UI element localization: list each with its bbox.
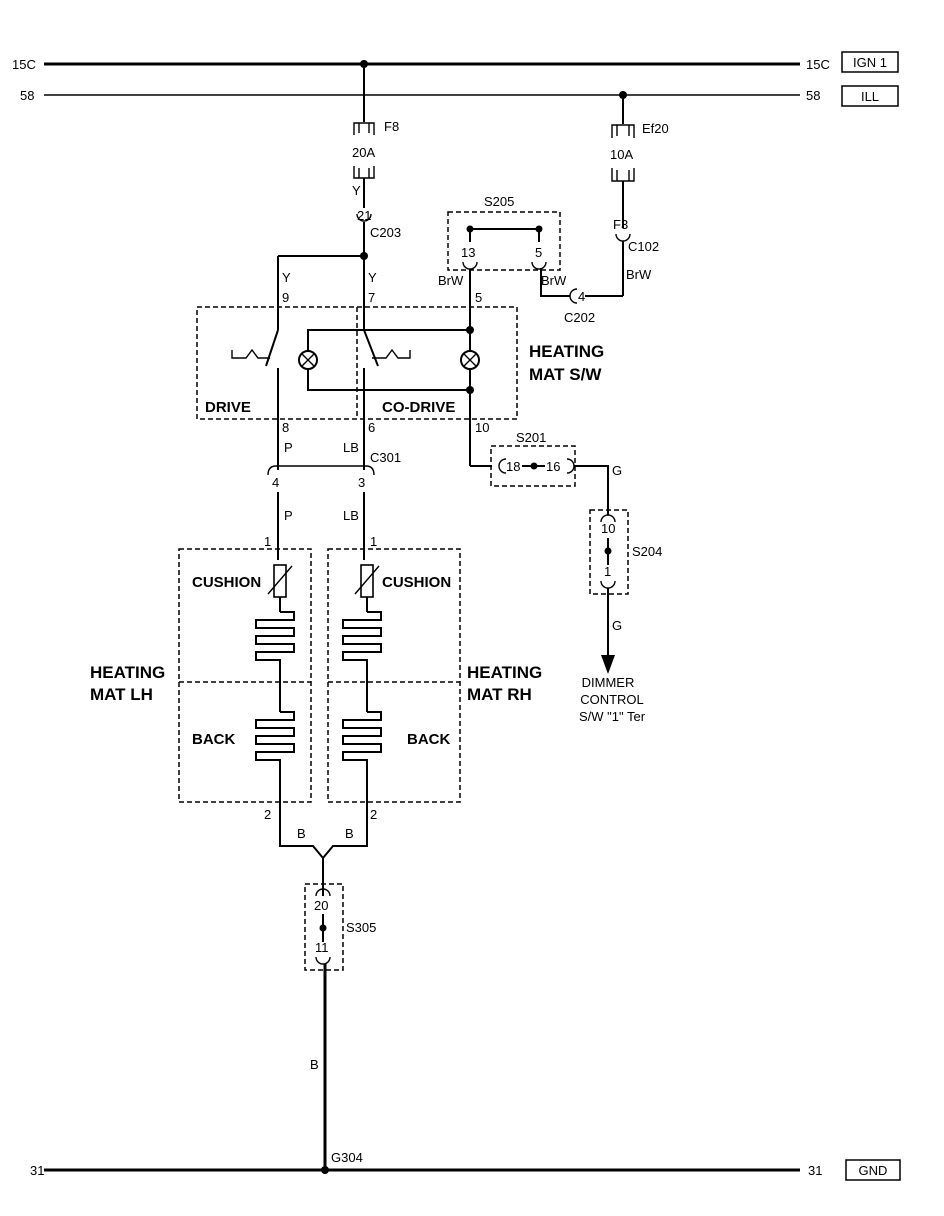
dimmer-line3: S/W "1" Ter	[579, 709, 646, 724]
connector-s205: S205 13 5 BrW BrW	[438, 194, 567, 330]
wire-b-main-label: B	[310, 1057, 319, 1072]
f3-label: F3	[613, 217, 628, 232]
wire-b-right-label: B	[345, 826, 354, 841]
c202-pin: 4	[578, 289, 585, 304]
ill-tag: ILL	[861, 89, 879, 104]
fuse-f8-rating: 20A	[352, 145, 375, 160]
s305-label: S305	[346, 920, 376, 935]
switch-title-line2: MAT S/W	[529, 365, 602, 384]
wire-brw-left-label: BrW	[438, 273, 464, 288]
mat-rh-pin-bottom: 2	[370, 807, 377, 822]
heating-mat-lh: HEATING MAT LH CUSHION BACK 1 2 B	[90, 534, 312, 841]
lamp-codrive-icon	[460, 350, 480, 370]
mat-rh-pin-top: 1	[370, 534, 377, 549]
rail-58-left-label: 58	[20, 88, 34, 103]
mat-rh-cushion-label: CUSHION	[382, 574, 451, 591]
s205-label: S205	[484, 194, 514, 209]
gnd-tag-box	[845, 1159, 901, 1181]
heating-mat-rh: HEATING MAT RH CUSHION BACK 1 2 B	[327, 534, 542, 841]
connector-c203: 21 C203 Y Y	[278, 208, 401, 285]
dimmer-control-reference: DIMMER CONTROL S/W "1" Ter	[579, 675, 646, 724]
fuse-ef20-rating: 10A	[610, 147, 633, 162]
pin-7: 7	[368, 290, 375, 305]
mat-lh-pin-bottom: 2	[264, 807, 271, 822]
ill-tag-box	[841, 85, 899, 107]
mat-lh-pin-top: 1	[264, 534, 271, 549]
s205-pin-right: 5	[535, 245, 542, 260]
connector-s201: S201 18 16 G	[469, 430, 622, 515]
mat-lh-back-label: BACK	[192, 731, 235, 748]
wire-g-upper-label: G	[612, 463, 622, 478]
pin-9: 9	[282, 290, 289, 305]
c301-label: C301	[370, 450, 401, 465]
pin-10: 10	[475, 420, 489, 435]
rail-15c-left-label: 15C	[12, 57, 36, 72]
wire-lb-lower-label: LB	[343, 508, 359, 523]
ign1-tag-box	[841, 51, 899, 73]
fuse-ef20: Ef20 10A F3 C102 BrW 4 C202	[540, 95, 669, 325]
mat-lh-title-line1: HEATING	[90, 663, 165, 682]
wire-p-upper-label: P	[284, 440, 293, 455]
wire-brw-right-label: BrW	[541, 273, 567, 288]
connector-c301: C301 4 3 P LB	[267, 450, 401, 560]
rail-58: 58 58 ILL	[20, 85, 899, 107]
arrow-down-icon	[601, 655, 615, 674]
s201-pin-right: 16	[546, 459, 560, 474]
drive-label: DRIVE	[205, 399, 251, 416]
c202-label: C202	[564, 310, 595, 325]
pin-6: 6	[368, 420, 375, 435]
rail-31-left-label: 31	[30, 1163, 44, 1178]
wire-brw-fuse-label: BrW	[626, 267, 652, 282]
codrive-label: CO-DRIVE	[382, 399, 455, 416]
fuse-ef20-name: Ef20	[642, 121, 669, 136]
ign1-tag: IGN 1	[853, 55, 887, 70]
heating-mat-switch: HEATING MAT S/W DRIVE CO-DRIVE 9 7 5 8 6	[196, 256, 604, 470]
rail-15c: 15C 15C IGN 1	[12, 51, 899, 73]
fuse-f8-name: F8	[384, 119, 399, 134]
mat-rh-title-line1: HEATING	[467, 663, 542, 682]
wire-lb-upper-label: LB	[343, 440, 359, 455]
wire-b-left-label: B	[297, 826, 306, 841]
switch-title-line1: HEATING	[529, 342, 604, 361]
gnd-tag: GND	[859, 1163, 888, 1178]
rail-31-right-label: 31	[808, 1163, 822, 1178]
mat-lh-title-line2: MAT LH	[90, 685, 153, 704]
mat-rh-title-line2: MAT RH	[467, 685, 532, 704]
s305-pin-top: 20	[314, 898, 328, 913]
s204-pin-top: 10	[601, 521, 615, 536]
lamp-drive-icon	[298, 350, 318, 370]
rail-31: 31 31 GND	[30, 1159, 901, 1181]
dimmer-line2: CONTROL	[580, 692, 644, 707]
s201-pin-left: 18	[506, 459, 520, 474]
mat-lh-cushion-label: CUSHION	[192, 574, 261, 591]
c203-label: C203	[370, 225, 401, 240]
wire-y-right-label: Y	[368, 270, 377, 285]
wire-y-fuse-label: Y	[352, 183, 361, 198]
fuse-f8: F8 20A Y	[352, 64, 399, 208]
ground-wiring: S305 20 11 B G304	[279, 830, 376, 1170]
pin-8: 8	[282, 420, 289, 435]
connector-s204: S204 10 1 G	[589, 509, 662, 674]
mat-rh-back-label: BACK	[407, 731, 450, 748]
c301-pin-left: 4	[272, 475, 279, 490]
wire-y-left-label: Y	[282, 270, 291, 285]
rail-15c-right-label: 15C	[806, 57, 830, 72]
c301-pin-right: 3	[358, 475, 365, 490]
wire-g-lower-label: G	[612, 618, 622, 633]
rail-58-right-label: 58	[806, 88, 820, 103]
s201-label: S201	[516, 430, 546, 445]
dimmer-line1: DIMMER	[582, 675, 635, 690]
s204-label: S204	[632, 544, 662, 559]
s204-pin-bottom: 1	[604, 564, 611, 579]
c203-pin: 21	[357, 208, 371, 223]
c102-label: C102	[628, 239, 659, 254]
s305-pin-bottom: 11	[315, 940, 329, 955]
pin-5: 5	[475, 290, 482, 305]
g304-label: G304	[331, 1150, 363, 1165]
s205-pin-left: 13	[461, 245, 475, 260]
wire-p-lower-label: P	[284, 508, 293, 523]
